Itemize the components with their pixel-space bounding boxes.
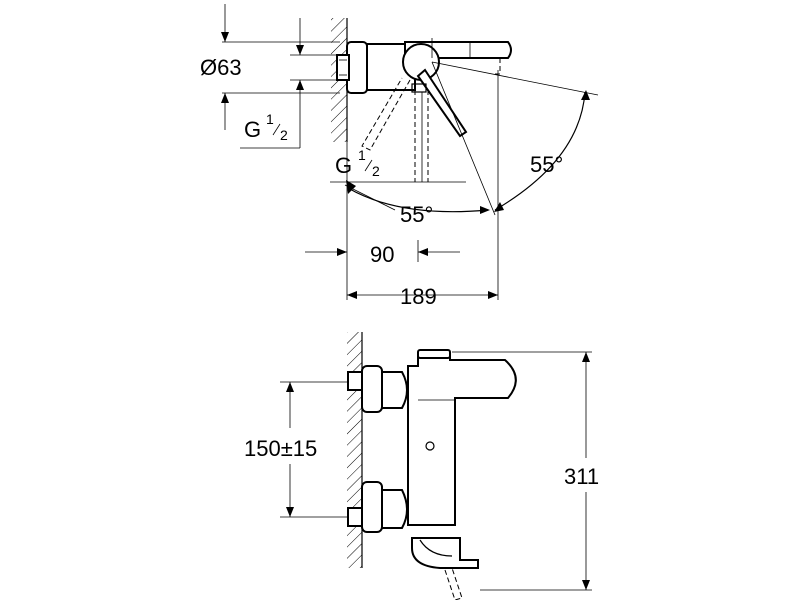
diameter-label: Ø63: [200, 55, 242, 80]
centers-label: 150±15: [244, 436, 317, 461]
projection-90-label: 90: [370, 242, 394, 267]
angle-bottom-label: 55°: [400, 202, 433, 227]
front-wall-hatch: [347, 332, 362, 568]
thread-mid-g: G: [335, 153, 352, 178]
projection-189-label: 189: [400, 284, 437, 309]
thread-top-num: 1: [266, 111, 274, 127]
angle-right-label: 55°: [530, 152, 563, 177]
front-view: 150±15 311: [244, 332, 599, 600]
thread-mid-den: 2: [372, 163, 380, 179]
thread-top-den: 2: [280, 127, 288, 143]
height-label: 311: [564, 464, 599, 489]
top-view: Ø63 G 1 2 G 1 2 55° 55° 90 189: [200, 4, 599, 309]
thread-mid-num: 1: [358, 147, 366, 163]
thread-top-g: G: [244, 117, 261, 142]
